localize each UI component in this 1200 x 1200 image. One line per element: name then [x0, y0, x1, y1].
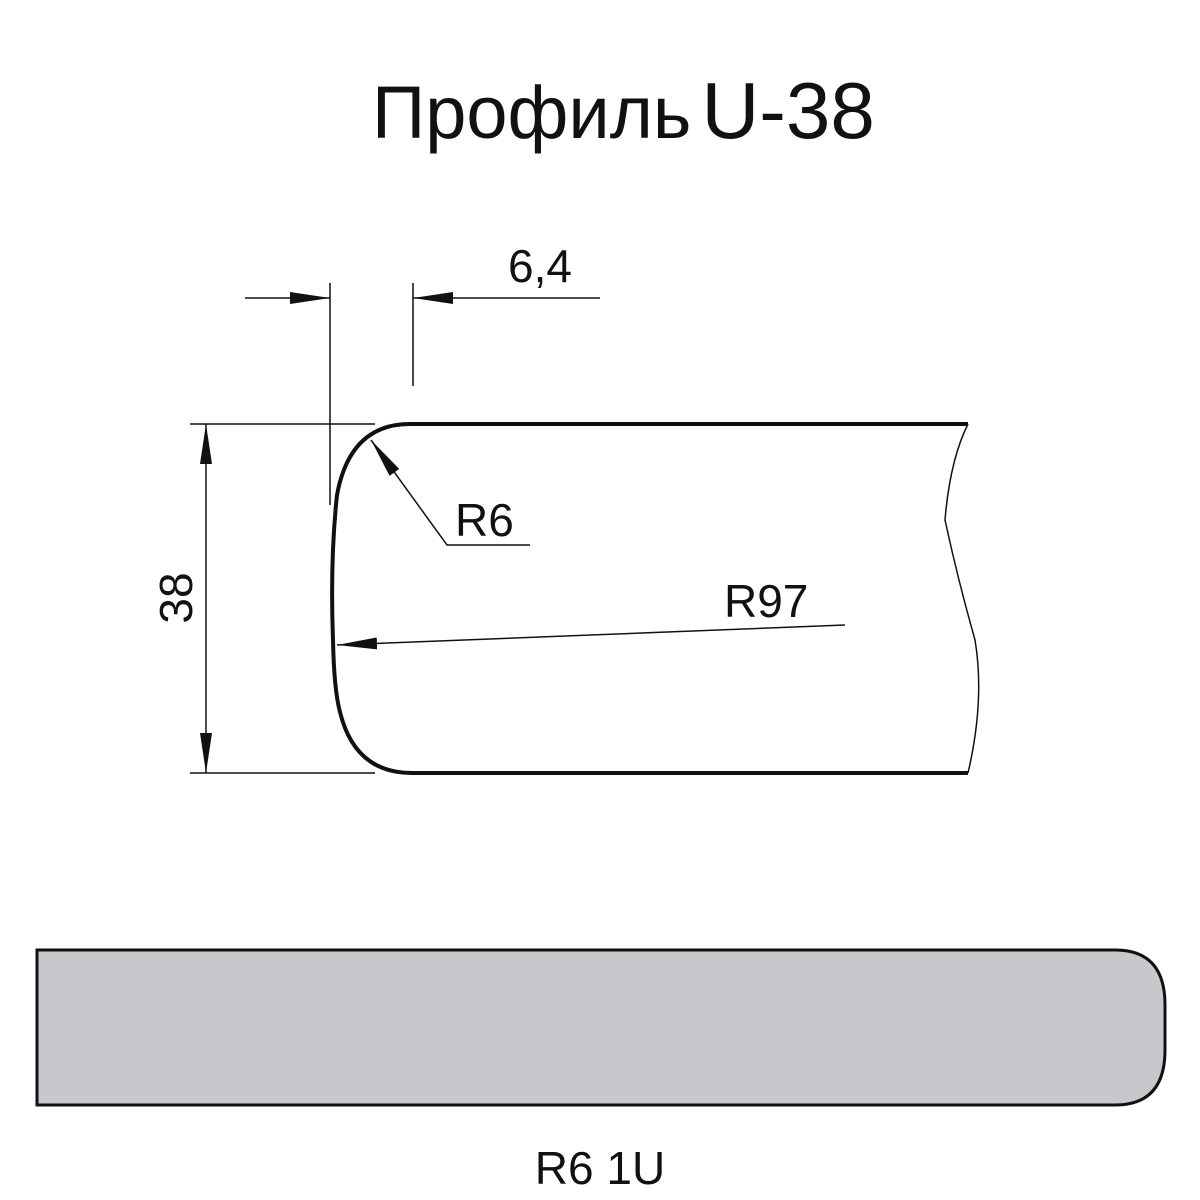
offset-dimension: 6,4: [245, 240, 600, 505]
break-line: [944, 423, 980, 774]
title-word: Профиль: [372, 71, 691, 154]
edge-radius-label: R97: [724, 575, 808, 627]
edge-radius-callout: R97: [336, 575, 846, 650]
height-label: 38: [150, 572, 202, 623]
edge-bar: [35, 948, 1167, 1107]
offset-label: 6,4: [508, 240, 572, 292]
corner-radius-label: R6: [455, 494, 514, 546]
profile-outline: [330, 422, 968, 775]
bar-label: R6 1U: [535, 1142, 665, 1194]
title-code: U-38: [701, 66, 874, 155]
corner-radius-callout: R6: [370, 439, 530, 546]
height-dimension: 38: [150, 423, 375, 774]
